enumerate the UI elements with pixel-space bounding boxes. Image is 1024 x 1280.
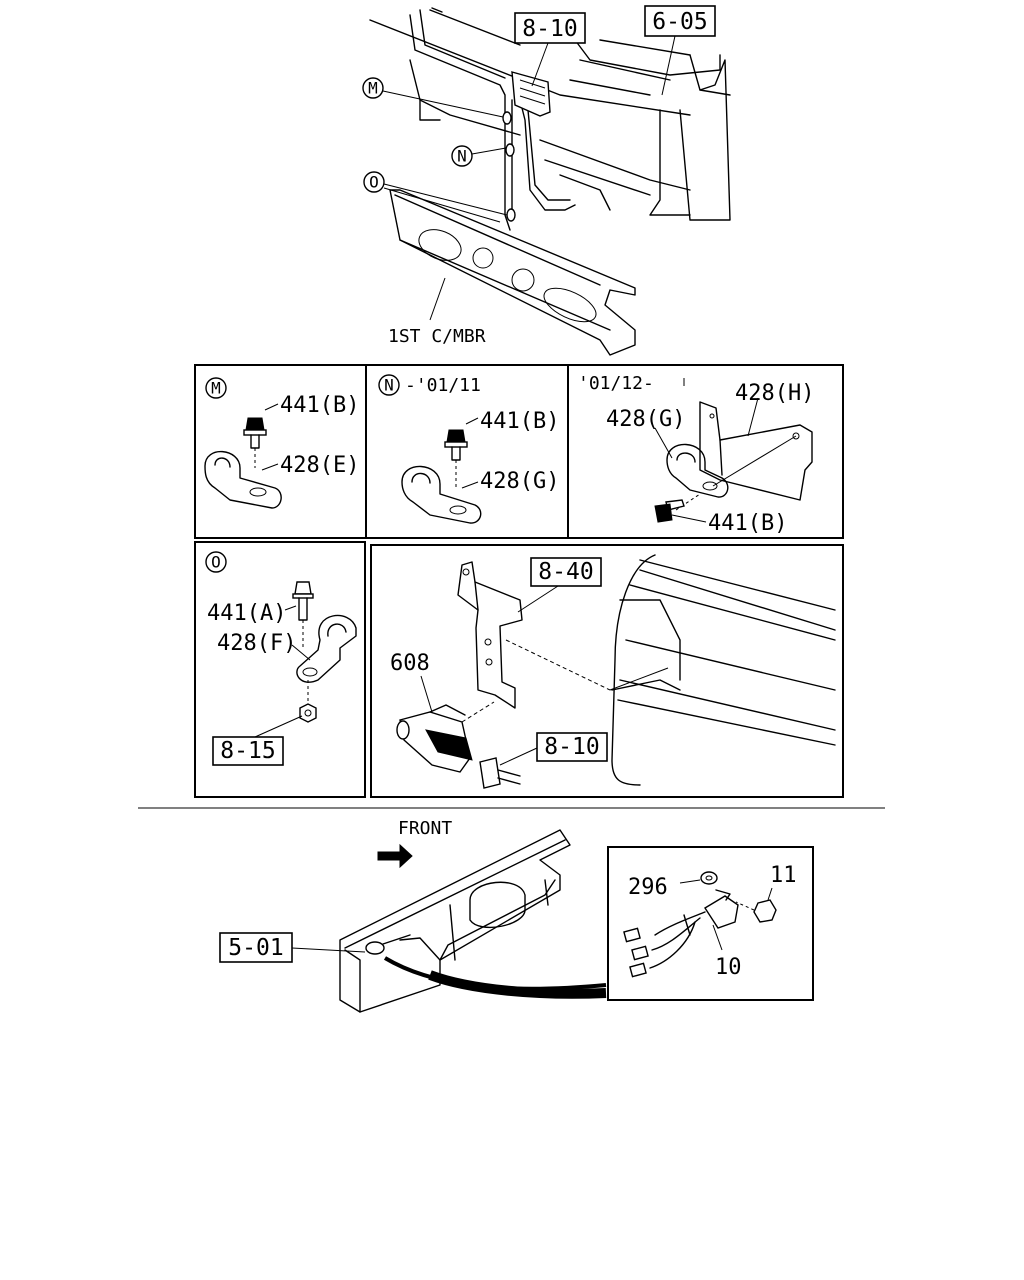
callout-m-top: M xyxy=(362,77,504,118)
panel-switch-ref-bracket: 8-40 xyxy=(538,559,593,585)
sensor-label: 10 xyxy=(715,955,742,980)
panel-m-callout: M xyxy=(211,379,221,398)
panel-n-period: -'01/11 xyxy=(405,375,481,396)
clip-428g-later-icon xyxy=(666,435,797,498)
panel-o-callout: O xyxy=(211,553,221,572)
brake-switch-icon xyxy=(396,701,495,773)
front-direction-label: FRONT xyxy=(398,818,452,839)
cab-front-drawing xyxy=(611,554,836,786)
bolt-icon xyxy=(243,417,267,468)
ref-6-05-label: 6-05 xyxy=(652,9,707,35)
panel-o-ref-label: 8-15 xyxy=(220,738,275,764)
panel-n2-period: '01/12- xyxy=(578,373,654,394)
frame-rail-drawing xyxy=(339,829,571,1013)
panel-m: M 441(B) 428(E) xyxy=(204,377,359,509)
switch-bracket-icon xyxy=(457,561,669,709)
bracket-428h-icon xyxy=(699,401,813,501)
ref-5-01-label: 5-01 xyxy=(228,935,283,961)
bolt-label: 11 xyxy=(770,863,797,888)
panel-n2-clip-label: 428(G) xyxy=(606,407,685,432)
callout-o-top: O xyxy=(363,171,508,223)
callout-o-letter: O xyxy=(369,173,379,192)
nut-icon xyxy=(299,680,317,723)
harness-drawing xyxy=(409,7,576,231)
crossmember-drawing xyxy=(389,189,636,356)
panel-n: N -'01/11 441(B) 428(G) xyxy=(378,374,559,524)
bolt-icon xyxy=(444,429,468,490)
cab-body-drawing xyxy=(369,9,731,221)
panel-o-frame xyxy=(194,541,366,798)
panel-o: O 441(A) 428(F) 8-15 xyxy=(205,551,357,766)
ref-8-10-top: 8-10 xyxy=(514,12,586,87)
panel-o-bolt-label: 441(A) xyxy=(207,601,286,626)
crossmember-label-group: 1ST C/MBR xyxy=(388,277,486,347)
panel-switch: 8-40 608 8-10 xyxy=(390,554,836,789)
speed-sensor-icon xyxy=(623,889,739,978)
washer-icon xyxy=(700,871,718,885)
panel-n-later: '01/12- 428(H) 428(G) 441(B) xyxy=(578,373,814,536)
panel-m-clip-label: 428(E) xyxy=(280,453,359,478)
sensor-detail: 296 11 10 xyxy=(623,863,797,980)
detail-pointer-arrow-thick xyxy=(428,970,607,999)
panel-n2-bracket-label: 428(H) xyxy=(735,381,814,406)
panel-switch-part-label: 608 xyxy=(390,651,430,676)
callout-n-top: N xyxy=(451,145,507,167)
bolt-icon xyxy=(292,581,314,650)
panel-switch-frame xyxy=(370,544,844,798)
panel-switch-ref-connector: 8-10 xyxy=(544,734,599,760)
ref-8-10-label: 8-10 xyxy=(522,16,577,42)
clip-428e-icon xyxy=(204,450,282,509)
sensor-mounted-icon xyxy=(365,934,411,955)
clip-428g-icon xyxy=(401,465,482,524)
panel-o-clip-label: 428(F) xyxy=(217,631,296,656)
detail-pointer-arrow xyxy=(383,956,607,991)
sensor-detail-frame xyxy=(607,846,814,1001)
panel-n-bolt-label: 441(B) xyxy=(480,409,559,434)
bolt-icon xyxy=(654,493,701,523)
bolt-icon xyxy=(735,899,777,923)
bottom-assembly-view: FRONT 5-01 xyxy=(219,818,814,1013)
washer-label: 296 xyxy=(628,875,668,900)
clip-428f-icon xyxy=(296,614,357,683)
panel-n-callout: N xyxy=(384,376,394,395)
callout-m-letter: M xyxy=(368,79,378,98)
connector-icon xyxy=(479,757,521,789)
callout-n-letter: N xyxy=(457,147,467,166)
crossmember-label: 1ST C/MBR xyxy=(388,326,486,347)
front-arrow-icon xyxy=(377,843,413,869)
detail-row-1-frame xyxy=(194,364,844,539)
panel-n2-bolt-label: 441(B) xyxy=(708,511,787,536)
ref-6-05-top: 6-05 xyxy=(644,5,716,96)
panel-n-clip-label: 428(G) xyxy=(480,469,559,494)
top-assembly-view: 8-10 6-05 M N O 1ST C/MBR xyxy=(362,5,731,356)
panel-m-bolt-label: 441(B) xyxy=(280,393,359,418)
